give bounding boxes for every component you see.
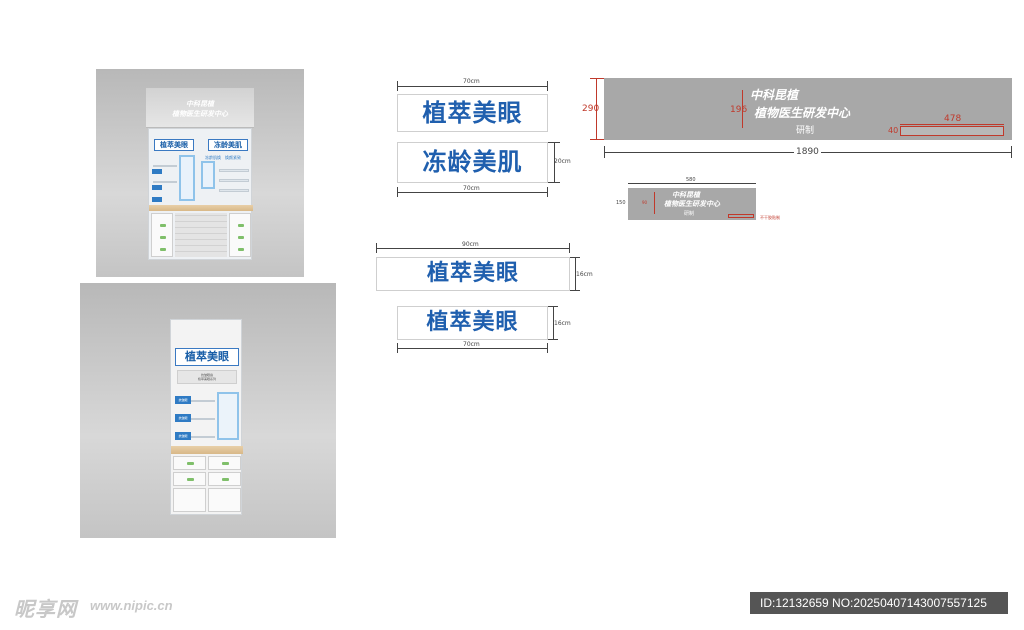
card-line1: 抗皱眼霜 — [200, 373, 213, 377]
banner-large-small-dim: 40 — [888, 126, 899, 135]
banner-large-height-dim: 290 — [582, 78, 604, 140]
cabinet-shelf — [219, 189, 249, 192]
card-line2: 植萃美眼系列 — [197, 377, 216, 381]
cabinet-counter — [171, 446, 243, 454]
banner-large-width-label: 1890 — [794, 147, 821, 157]
cabinet-shelf — [191, 436, 215, 438]
banner-large-line1: 中科昆植 — [750, 88, 799, 102]
cabinet-brick-wall — [175, 213, 227, 257]
banner-large-inner-dim: 196 — [730, 105, 748, 115]
banner-large-sub: 研制 — [796, 126, 815, 136]
banner-large-box-dim: 478 — [944, 114, 962, 124]
cabinet-body: 植萃美眼 抗皱眼霜 植萃美眼系列 抗皱眼 抗皱眼 抗皱眼 — [170, 319, 243, 515]
sign4-height-label: 16cm — [554, 320, 571, 327]
cabinet-glass-panel — [217, 392, 239, 440]
cabinet-drawer — [208, 488, 241, 512]
cabinet-tag — [152, 197, 162, 202]
cabinet-tab-a: 冻龄肌焕 — [205, 155, 221, 160]
cabinet-render-front: 中科昆植 植物医生研发中心 植萃美眼 冻龄美肌 冻龄肌焕 焕颜紧致 — [96, 69, 304, 277]
sign4-width-label: 70cm — [463, 341, 480, 348]
watermark-logo: 昵享网 — [14, 597, 77, 621]
banner-small-line2: 植物医生研发中心 — [664, 199, 720, 208]
cabinet-render-side: 植萃美眼 抗皱眼霜 植萃美眼系列 抗皱眼 抗皱眼 抗皱眼 — [80, 283, 336, 538]
cabinet-counter — [149, 205, 253, 211]
banner-small: 中科昆植 植物医生研发中心 研制 90 — [628, 188, 756, 220]
cabinet-tag: 抗皱眼 — [175, 396, 191, 404]
banner-small-spec-box — [728, 214, 754, 218]
banner-large: 中科昆植 植物医生研发中心 研制 196 478 40 — [604, 78, 1012, 140]
banner-small-width-dim: 580 — [628, 177, 756, 188]
sign4-dimension-bottom: 70cm — [397, 341, 548, 354]
cabinet-body: 植萃美眼 冻龄美肌 冻龄肌焕 焕颜紧致 — [148, 128, 253, 260]
sign2-height-label: 20cm — [554, 158, 571, 165]
cabinet-shelf — [153, 165, 177, 167]
banner-small-height-dim: 150 — [616, 188, 628, 220]
sign-dimension-top: 70cm — [397, 78, 548, 91]
sign-1: 植萃美眼 — [397, 94, 548, 132]
banner-small-note: 不干胶贴制 — [760, 215, 780, 220]
cabinet-shelf — [191, 400, 215, 402]
sign2-width-label: 70cm — [463, 185, 480, 192]
cabinet-drawer — [173, 488, 206, 512]
cabinet-shelf — [219, 169, 249, 172]
watermark-url: www.nipic.cn — [90, 598, 173, 613]
cabinet-drawer — [229, 213, 251, 257]
banner-small-width-label: 580 — [686, 177, 696, 183]
cabinet-board-left: 植萃美眼 — [154, 139, 194, 151]
cabinet-shelf — [191, 418, 215, 420]
cabinet-tag: 抗皱眼 — [175, 414, 191, 422]
banner-small-sub: 研制 — [684, 211, 695, 217]
cabinet-glass-panel — [179, 155, 195, 201]
banner-large-spec-box — [900, 126, 1004, 136]
banner-small-line1: 中科昆植 — [672, 190, 700, 199]
cabinet-glass-panel — [201, 161, 215, 189]
cabinet-drawer — [173, 472, 206, 486]
sign-4: 植萃美眼 — [397, 306, 548, 340]
sign1-width-label: 70cm — [463, 78, 480, 85]
cabinet-header: 中科昆植 植物医生研发中心 — [146, 88, 254, 128]
cabinet-drawer — [151, 213, 173, 257]
cabinet-tag — [152, 169, 162, 174]
cabinet-tag — [152, 185, 162, 190]
cabinet-drawer — [173, 456, 206, 470]
cabinet-header-line2: 植物医生研发中心 — [172, 109, 228, 118]
cabinet-header-line1: 中科昆植 — [186, 99, 214, 108]
banner-small-height-label: 150 — [616, 200, 626, 206]
banner-large-width-dim: 1890 — [604, 146, 1012, 160]
sign2-dimension-right: 20cm — [548, 142, 578, 183]
sign-3: 植萃美眼 — [376, 257, 570, 291]
banner-large-line2: 植物医生研发中心 — [754, 106, 851, 120]
cabinet-product-card: 抗皱眼霜 植萃美眼系列 — [177, 370, 237, 384]
cabinet-tag: 抗皱眼 — [175, 432, 191, 440]
sign-2: 冻龄美肌 — [397, 142, 548, 183]
image-id-bar: ID:12132659 NO:20250407143007557125 — [750, 592, 1008, 614]
cabinet-drawer — [208, 456, 241, 470]
cabinet-shelf — [153, 181, 177, 183]
sign3-width-label: 90cm — [462, 241, 479, 248]
banner-large-height-label: 290 — [582, 104, 600, 114]
cabinet-shelf — [219, 179, 249, 182]
cabinet-drawer — [208, 472, 241, 486]
sign3-dimension-right: 16cm — [570, 257, 598, 291]
cabinet-tab-b: 焕颜紧致 — [225, 155, 241, 160]
cabinet-board-right: 冻龄美肌 — [208, 139, 248, 151]
cabinet-board: 植萃美眼 — [175, 348, 239, 366]
sign3-dimension-top: 90cm — [376, 241, 570, 254]
banner-small-inner-dim: 90 — [642, 200, 648, 205]
sign4-dimension-right: 16cm — [548, 306, 576, 340]
sign2-dimension-bottom: 70cm — [397, 185, 548, 198]
sign3-height-label: 16cm — [576, 271, 593, 278]
